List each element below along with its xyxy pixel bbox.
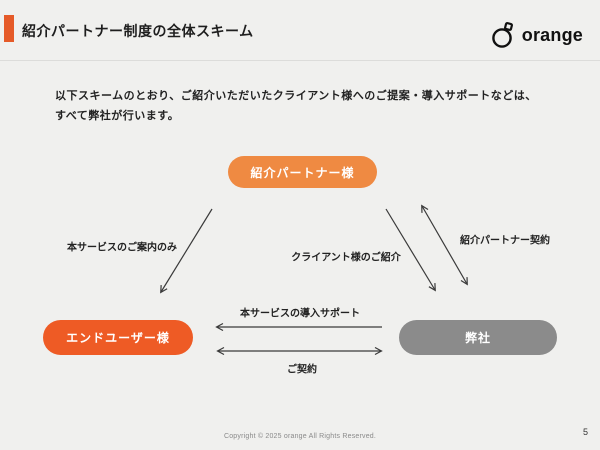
lead-line-1: 以下スキームのとおり、ご紹介いただいたクライアント様へのご提案・導入サポートなど… bbox=[55, 90, 537, 102]
company-logo: orange bbox=[491, 21, 583, 49]
lead-paragraph: 以下スキームのとおり、ご紹介いただいたクライアント様へのご提案・導入サポートなど… bbox=[55, 86, 537, 126]
arrow-partner-company-contract bbox=[422, 206, 467, 284]
node-end-user: エンドユーザー様 bbox=[43, 320, 193, 355]
edge-label-contract: ご契約 bbox=[287, 364, 317, 376]
edge-label-implementation-support: 本サービスの導入サポート bbox=[240, 308, 360, 320]
header-divider bbox=[0, 60, 600, 61]
edge-label-guidance-only: 本サービスのご案内のみ bbox=[67, 242, 177, 254]
lead-line-2: すべて弊社が行います。 bbox=[55, 110, 180, 122]
node-our-company: 弊社 bbox=[399, 320, 557, 355]
orange-fruit-icon bbox=[491, 21, 517, 49]
arrow-partner-to-enduser bbox=[161, 208, 213, 292]
node-referral-partner: 紹介パートナー様 bbox=[228, 156, 377, 188]
page-title: 紹介パートナー制度の全体スキーム bbox=[22, 23, 254, 39]
edge-label-client-referral: クライアント様のご紹介 bbox=[291, 252, 401, 264]
node-end-user-label: エンドユーザー様 bbox=[66, 331, 170, 345]
copyright-text: Copyright © 2025 orange All Rights Reser… bbox=[223, 433, 377, 440]
node-our-company-label: 弊社 bbox=[464, 331, 491, 345]
page-number: 5 bbox=[582, 427, 588, 437]
logo-wordmark: orange bbox=[521, 24, 583, 45]
title-accent-bar bbox=[4, 15, 14, 42]
edge-label-partner-contract: 紹介パートナー契約 bbox=[460, 235, 550, 247]
node-referral-partner-label: 紹介パートナー様 bbox=[250, 165, 355, 180]
